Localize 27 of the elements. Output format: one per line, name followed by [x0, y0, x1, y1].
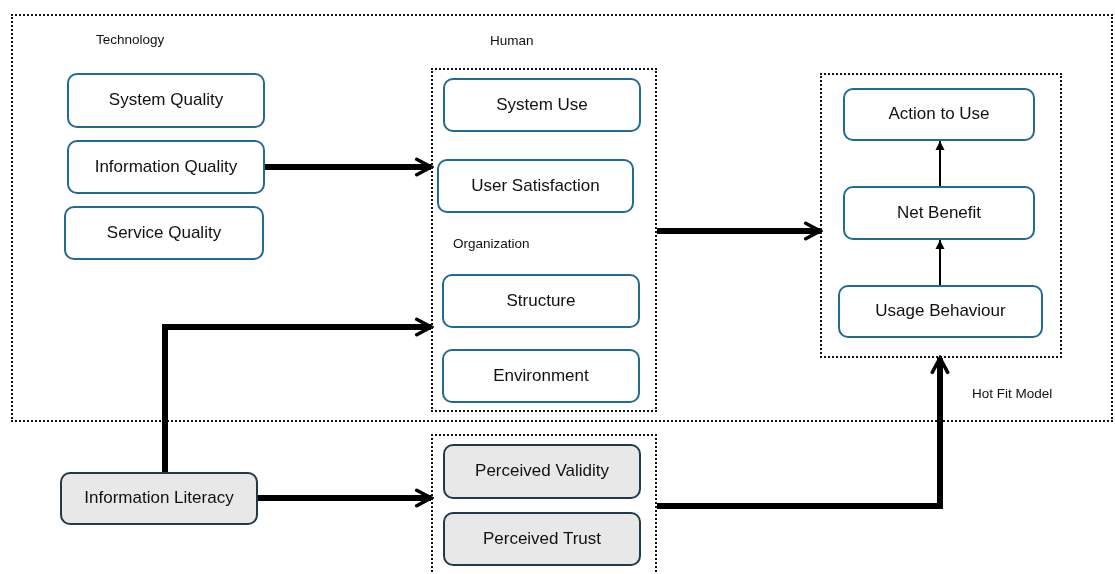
- process-box: Net Benefit: [843, 186, 1035, 240]
- category-label: Technology: [96, 32, 165, 47]
- dotted-frame: [431, 434, 657, 574]
- group-heading: Human: [490, 33, 534, 48]
- group-heading: Organization: [453, 236, 530, 251]
- process-box: Usage Behaviour: [838, 285, 1043, 338]
- process-box: Information Quality: [67, 140, 265, 194]
- process-box: Information Literacy: [60, 472, 258, 525]
- process-box: Perceived Validity: [443, 444, 641, 499]
- process-box: User Satisfaction: [437, 159, 634, 213]
- process-box: System Use: [443, 78, 641, 132]
- dotted-frame: [11, 14, 1113, 422]
- group-heading: Hot Fit Model: [972, 386, 1053, 401]
- process-box: Service Quality: [64, 206, 264, 260]
- arrow: [265, 157, 433, 177]
- arrow: [935, 239, 945, 286]
- arrow: [935, 140, 945, 187]
- process-box: System Quality: [67, 73, 265, 128]
- arrow: [657, 221, 822, 241]
- dotted-group-box: [820, 73, 1062, 358]
- arrow: [657, 356, 950, 509]
- process-box: Environment: [442, 349, 640, 403]
- process-box: Perceived Trust: [443, 512, 641, 566]
- process-box: Action to Use: [843, 88, 1035, 141]
- arrow: [162, 317, 433, 472]
- arrow: [258, 488, 433, 508]
- process-box: Structure: [442, 274, 640, 328]
